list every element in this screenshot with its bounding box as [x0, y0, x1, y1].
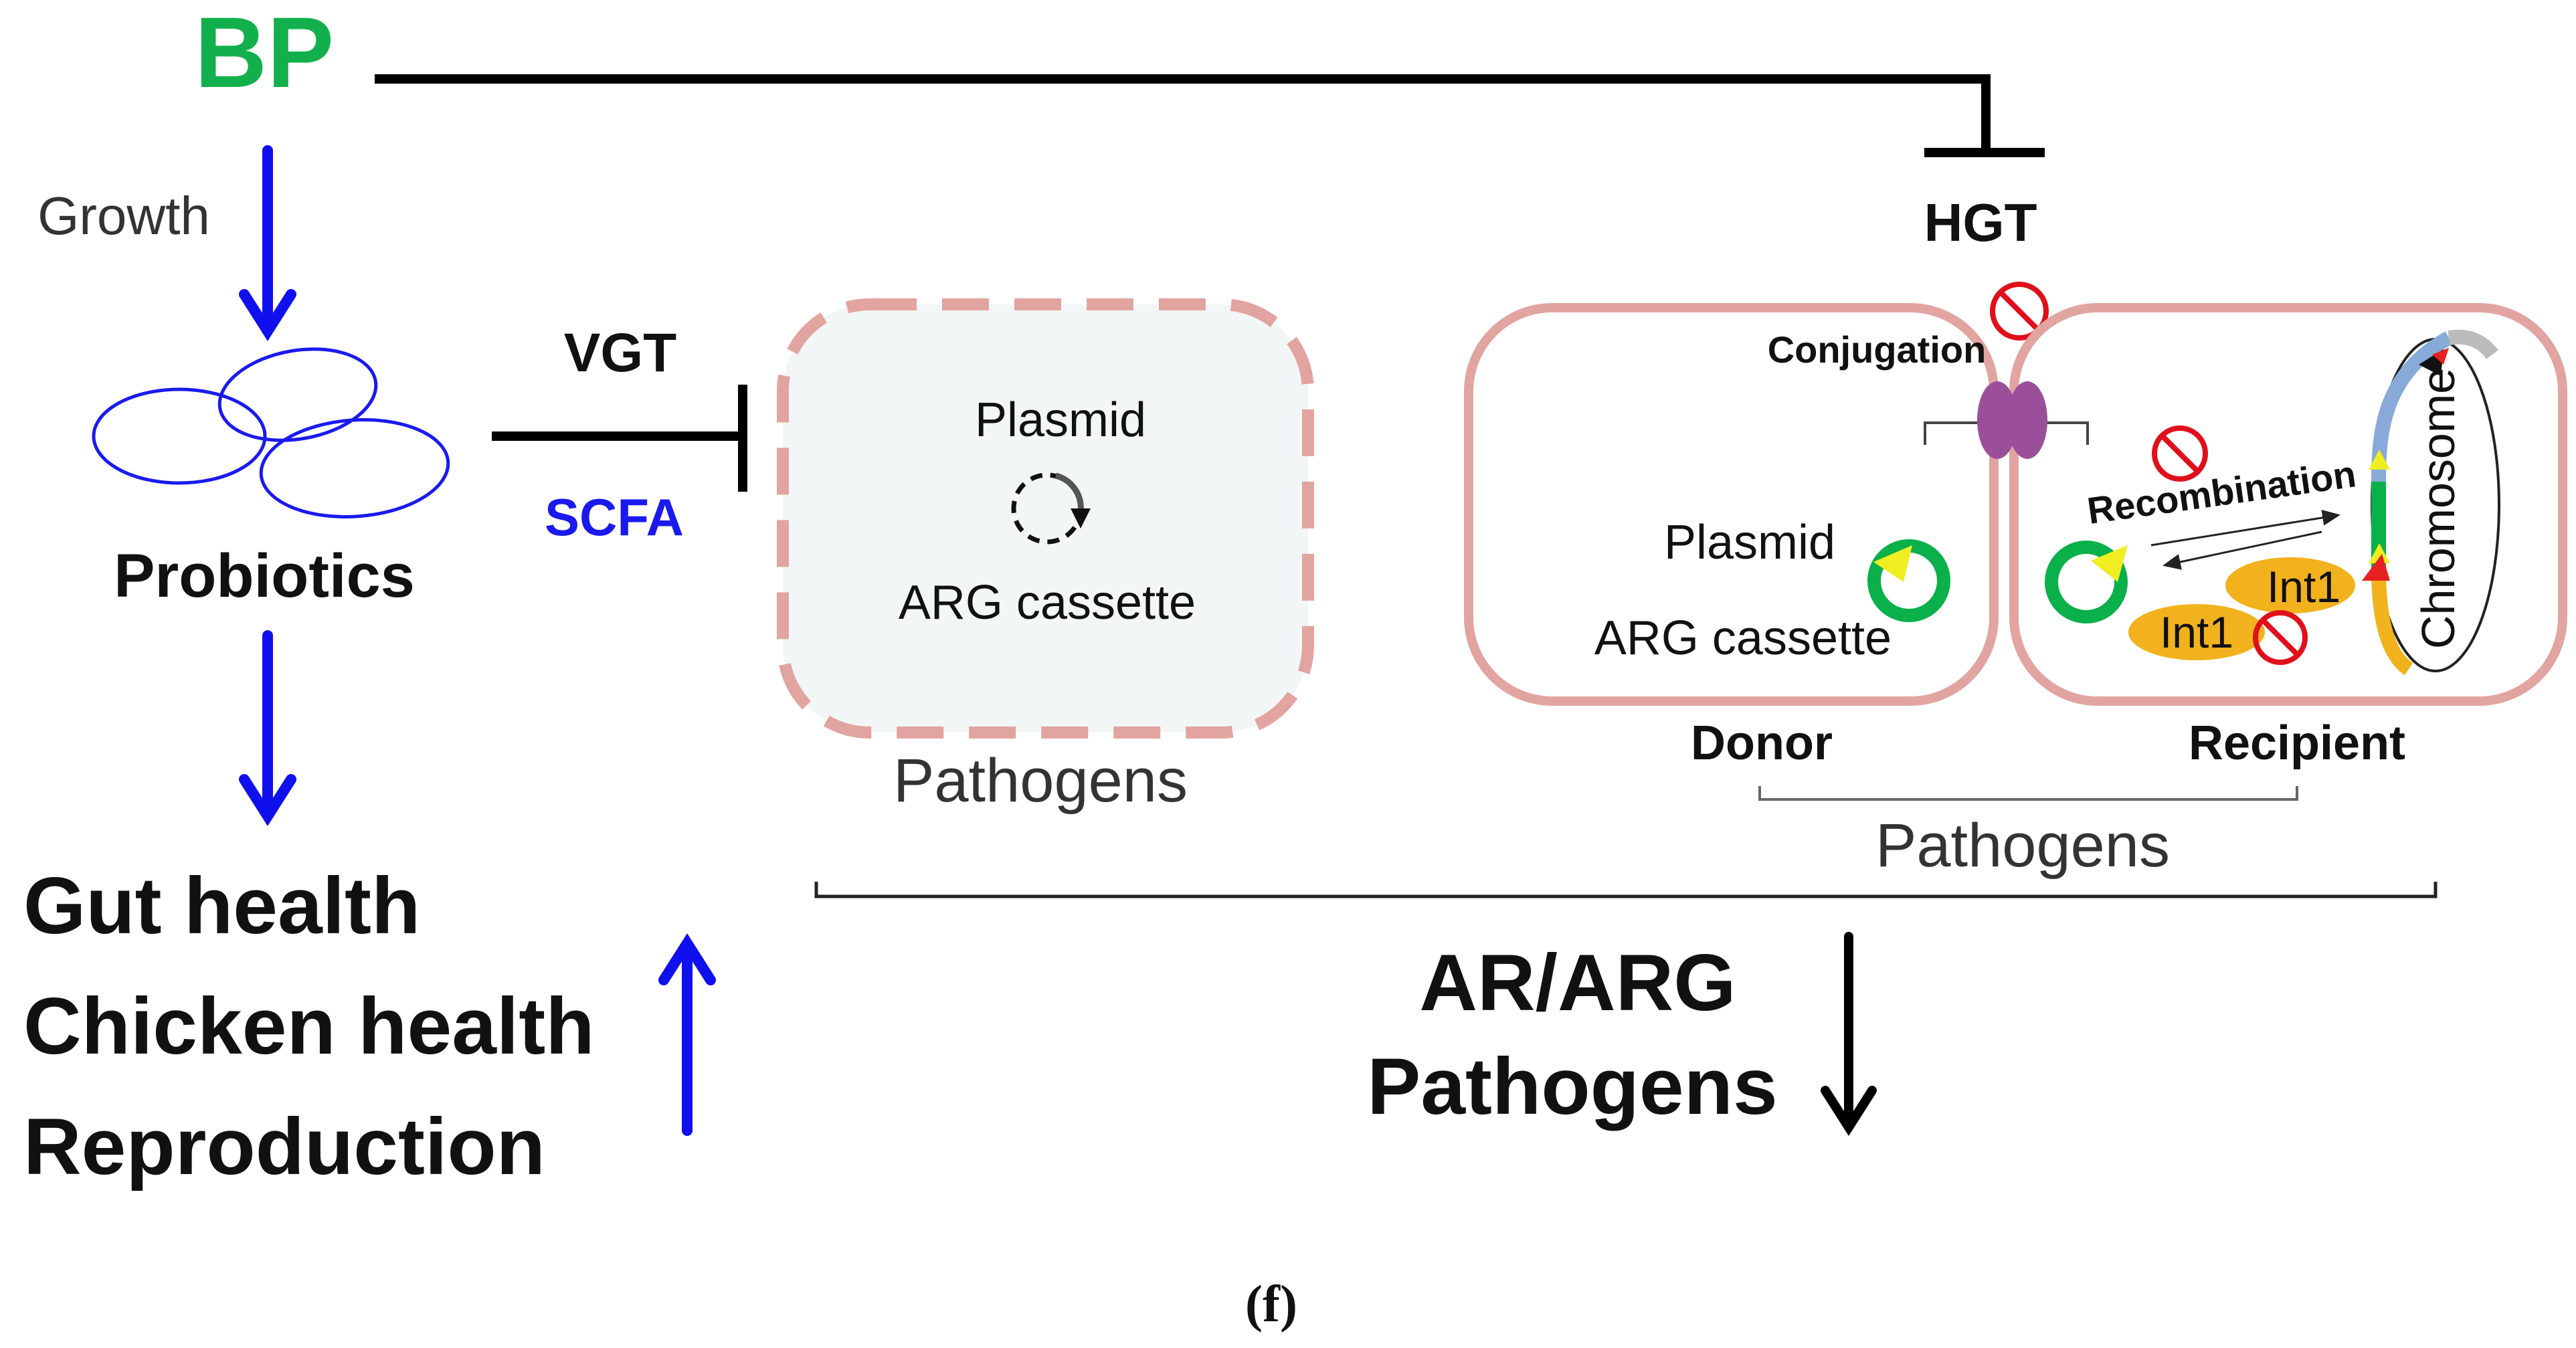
pathogens-label-left: Pathogens: [893, 747, 1188, 815]
outcome-increase-arrow: [658, 933, 716, 1136]
donor-recipient-bracket: [1758, 786, 2298, 801]
pathogens-decrease-label: Pathogens: [1367, 1042, 1777, 1131]
int1-label-b: Int1: [2160, 607, 2233, 657]
recipient-cell: [2009, 303, 2567, 706]
conjugation-pilus-icon: [1924, 381, 2089, 459]
int1-label-a: Int1: [2267, 562, 2340, 611]
outcome-gut-health: Gut health: [23, 861, 420, 951]
donor-cell: [1464, 303, 1999, 706]
hgt-label: HGT: [1924, 193, 2037, 252]
pathogens-bracket: [814, 882, 2437, 898]
prohibit-icon-int1: [2253, 610, 2308, 665]
bp-inhibits-hgt-line: [375, 74, 1991, 153]
arg-cassette-label-left: ARG cassette: [899, 576, 1196, 630]
donor-label: Donor: [1691, 716, 1833, 770]
recombination-label: Recombination: [2085, 452, 2359, 532]
donor-plasmid-icon: [1867, 539, 1950, 622]
prohibit-icon-recombination: [2152, 425, 2208, 482]
pathogens-label-right: Pathogens: [1875, 811, 2170, 880]
panel-label: (f): [1245, 1274, 1297, 1333]
ar-arg-label: AR/ARG: [1419, 938, 1736, 1028]
growth-label: Growth: [37, 186, 210, 246]
pathogen-cell-dashed: [777, 298, 1314, 739]
decrease-arrow: [1821, 932, 1877, 1137]
conjugation-label: Conjugation: [1768, 328, 1987, 371]
chromosome-label: Chromosome: [2412, 368, 2464, 649]
vgt-label: VGT: [564, 322, 677, 383]
plasmid-dashed-icon: [1011, 472, 1091, 545]
probiotics-icon: [92, 347, 450, 518]
bp-label: BP: [195, 0, 334, 108]
scfa-label: SCFA: [545, 488, 684, 547]
recombination-arrows: [2150, 509, 2340, 570]
arg-cassette-label-right: ARG cassette: [1594, 611, 1892, 665]
recipient-plasmid-icon: [2045, 541, 2128, 623]
int1-oval-b: [2128, 604, 2265, 660]
growth-arrow: [239, 145, 296, 341]
chromosome-icon: [2362, 329, 2500, 676]
outcome-reproduction: Reproduction: [23, 1102, 545, 1191]
probiotics-label: Probiotics: [114, 542, 415, 610]
outcome-arrow: [239, 630, 296, 826]
plasmid-label-right: Plasmid: [1664, 516, 1835, 569]
int1-oval-a: [2225, 557, 2355, 613]
plasmid-label-left: Plasmid: [975, 393, 1146, 447]
recipient-label: Recipient: [2189, 716, 2405, 770]
outcome-chicken-health: Chicken health: [23, 981, 595, 1071]
prohibit-icon-hgt: [1990, 282, 2049, 341]
